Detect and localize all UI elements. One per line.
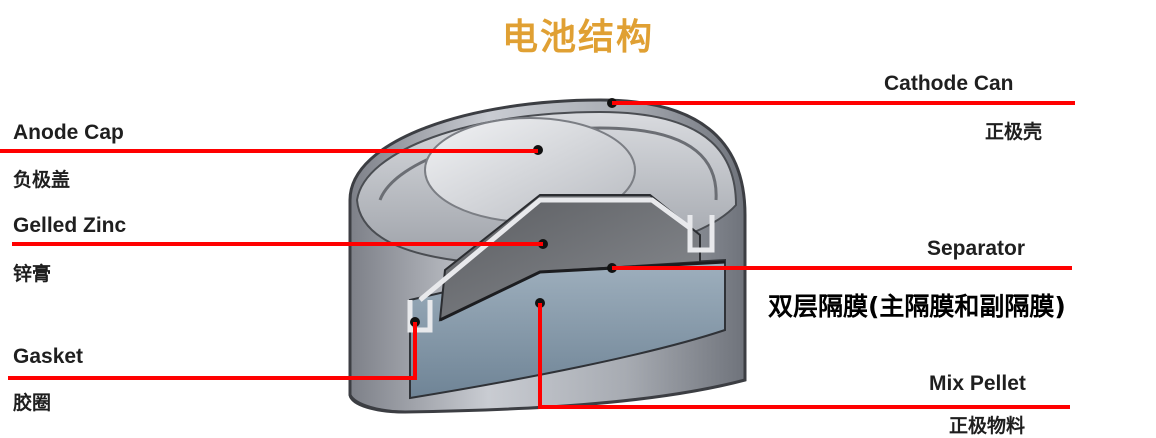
inner-liner	[418, 197, 692, 302]
mix-pellet-leader-line	[538, 303, 1070, 409]
anode-cap-label-cn: 负极盖	[13, 169, 71, 191]
gelled-zinc-label: Gelled Zinc	[13, 214, 127, 237]
diagram-title: 电池结构	[501, 17, 654, 58]
gelled-zinc-label-cn: 锌膏	[13, 263, 52, 285]
separator-label: Separator	[927, 237, 1026, 260]
gasket-label-cn: 胶圈	[13, 392, 52, 414]
gasket-fold	[407, 300, 433, 333]
mix-pellet-label: Mix Pellet	[929, 372, 1026, 395]
can-bottom-edge	[348, 394, 406, 414]
right-seal-fold	[687, 215, 715, 253]
gasket-leader-line	[8, 322, 417, 380]
cathode-can-label: Cathode Can	[884, 72, 1014, 95]
gasket-label: Gasket	[13, 345, 84, 368]
anode-cap-label: Anode Cap	[13, 121, 124, 144]
separator-label-cn: 双层隔膜(主隔膜和副隔膜)	[768, 292, 1066, 321]
mix-pellet-label-cn: 正极物料	[949, 415, 1026, 437]
separator-layer	[439, 260, 726, 322]
can-rim-ridge	[378, 126, 718, 201]
cathode-can-label-cn: 正极壳	[985, 121, 1043, 143]
